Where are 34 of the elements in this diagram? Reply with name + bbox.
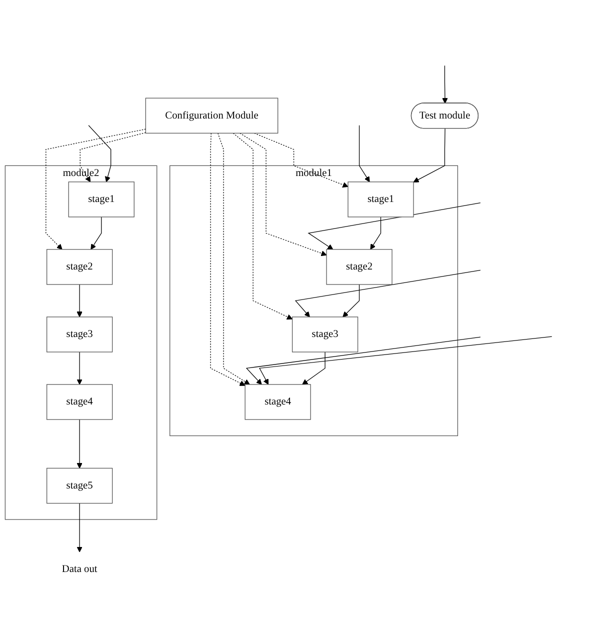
- arrow: [76, 419, 82, 468]
- arrow: [88, 124, 112, 182]
- arrow: [240, 132, 327, 256]
- arrow: [232, 132, 293, 320]
- node-box: stage3: [292, 316, 358, 352]
- arrow: [302, 352, 326, 385]
- arrow: [358, 124, 370, 182]
- node-box: stage2: [46, 248, 113, 285]
- node-text: Data out: [62, 564, 98, 575]
- arrow: [76, 352, 82, 385]
- arrow: [210, 132, 246, 386]
- arrow: [90, 216, 102, 250]
- arrow: [76, 502, 82, 552]
- arrow: [294, 270, 481, 318]
- arrow: [218, 132, 250, 385]
- arrow: [308, 202, 481, 250]
- node-box: stage1: [348, 181, 414, 218]
- arrow: [246, 336, 481, 385]
- arrow: [259, 336, 552, 385]
- node-box: stage4: [46, 384, 113, 420]
- arrow: [413, 128, 446, 182]
- node-box: Configuration Module: [145, 98, 278, 134]
- node-box: stage3: [46, 316, 113, 352]
- node-box: stage4: [244, 384, 311, 420]
- arrow: [370, 216, 382, 250]
- node-box: stage5: [46, 468, 113, 504]
- node-box: stage2: [326, 248, 392, 285]
- arrow: [76, 284, 82, 318]
- arrow: [254, 132, 348, 188]
- arrow: [46, 128, 146, 250]
- arrow: [342, 284, 360, 318]
- node-box: stage1: [68, 181, 134, 218]
- arrow: [80, 132, 146, 182]
- arrow: [442, 65, 448, 104]
